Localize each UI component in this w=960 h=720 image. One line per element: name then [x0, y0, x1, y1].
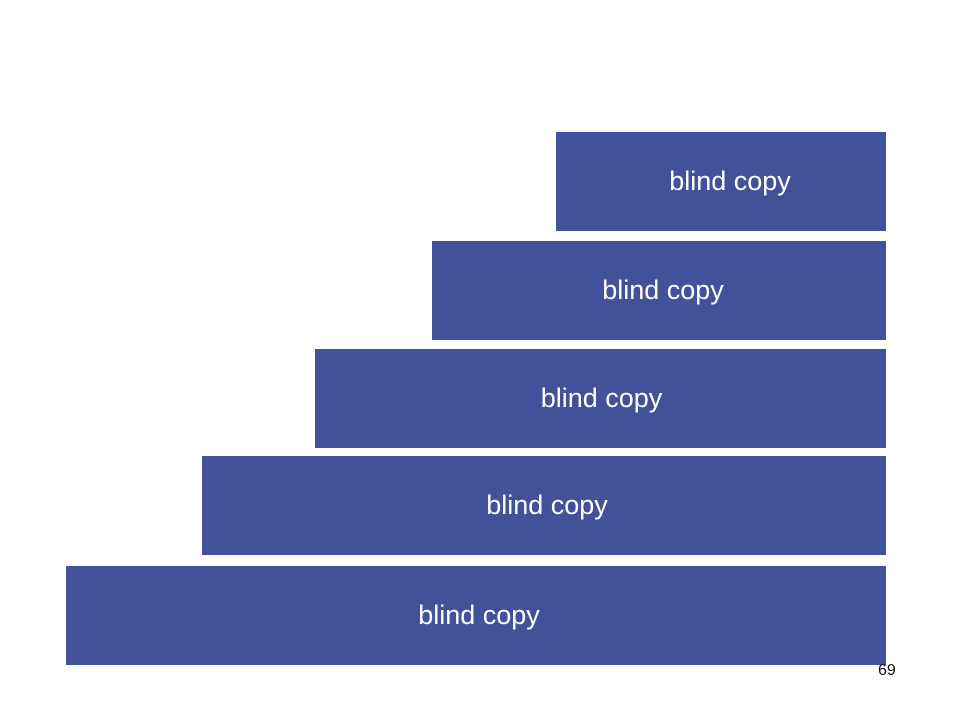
stair-step-3: blind copy	[315, 349, 886, 448]
stair-step-label: blind copy	[602, 275, 724, 305]
stair-step-label: blind copy	[486, 490, 608, 520]
stair-step-label: blind copy	[669, 166, 791, 196]
page-number: 69	[878, 662, 896, 679]
stair-step-5: blind copy	[66, 566, 886, 665]
stair-step-label: blind copy	[418, 600, 540, 630]
stair-step-label: blind copy	[540, 383, 663, 413]
stair-step-4: blind copy	[202, 456, 886, 555]
stair-step-1: blind copy	[556, 132, 886, 231]
stair-step-2: blind copy	[432, 241, 886, 340]
